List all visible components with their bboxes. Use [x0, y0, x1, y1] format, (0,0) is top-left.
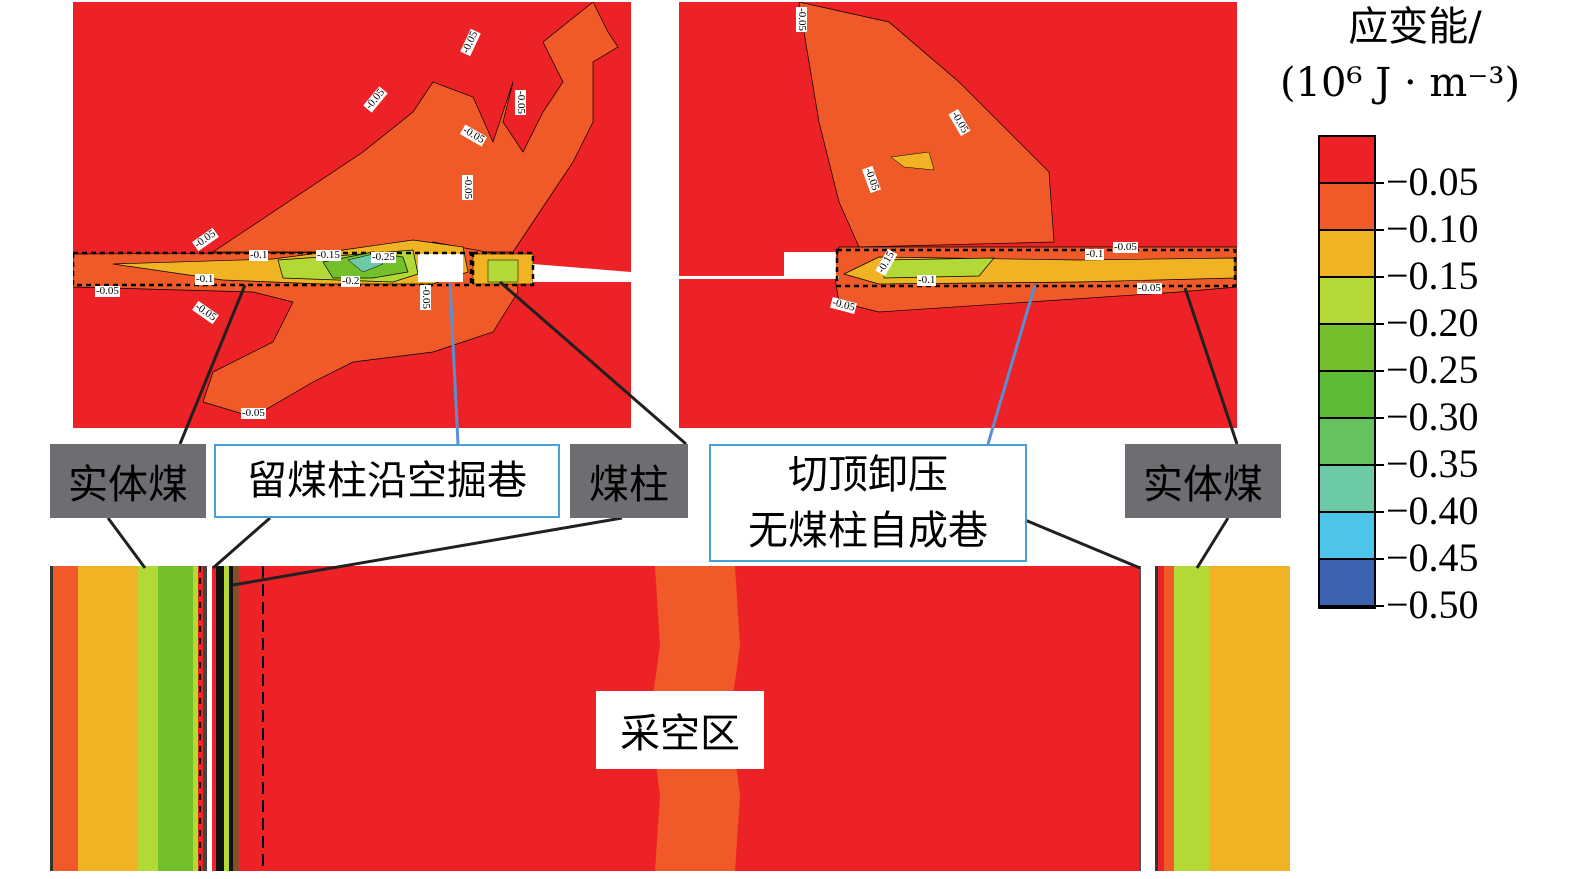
colorbar-tick: [1376, 558, 1384, 560]
contour-label: -0.05: [241, 407, 266, 419]
right-contour-shapes: [679, 2, 1237, 313]
colorbar-swatch: [1320, 419, 1376, 466]
solid-coal-right-label: 实体煤: [1125, 444, 1281, 518]
contour-label: -0.05: [419, 285, 432, 310]
colorbar-swatch: [1320, 560, 1376, 607]
colorbar-frame: [1318, 135, 1376, 609]
left-contour-panel: -0.05 -0.05 -0.05 -0.05 -0.05 -0.05 -0.1…: [73, 2, 631, 428]
contour-label: -0.25: [371, 251, 396, 263]
contour-label: -0.1: [917, 274, 937, 286]
contour-label: -0.05: [461, 175, 474, 200]
contour-label: -0.15: [316, 249, 341, 261]
roof-cut-roadway-label: 切顶卸压 无煤柱自成巷: [709, 444, 1027, 562]
colorbar-swatch: [1320, 466, 1376, 513]
roof-cut-line2: 无煤柱自成巷: [748, 508, 988, 554]
colorbar-tick-label: −0.40: [1386, 488, 1479, 533]
colorbar-swatch: [1320, 372, 1376, 419]
roof-cut-line1: 切顶卸压: [788, 452, 948, 498]
colorbar-tick: [1376, 370, 1384, 372]
colorbar-tick: [1376, 276, 1384, 278]
colorbar-unit: (10⁶ J · m⁻³): [1279, 60, 1521, 106]
contour-label: -0.05: [795, 7, 808, 32]
colorbar-tick: [1376, 605, 1384, 607]
plan-view-panel: 采空区: [50, 566, 1290, 871]
solid-coal-left-label: 实体煤: [50, 444, 206, 518]
contour-label: -0.2: [341, 275, 361, 287]
colorbar-swatch: [1320, 513, 1376, 560]
colorbar-swatch: [1320, 137, 1376, 184]
colorbar-tick-label: −0.50: [1386, 582, 1479, 627]
colorbar-tick-label: −0.35: [1386, 441, 1479, 486]
colorbar-tick-label: −0.05: [1386, 159, 1479, 204]
contour-label: -0.05: [514, 90, 527, 115]
colorbar-title: 应变能/: [1348, 4, 1482, 50]
contour-label: -0.05: [95, 285, 120, 297]
contour-label: -0.05: [1137, 282, 1162, 294]
contour-label: -0.1: [195, 273, 215, 285]
contour-label: -0.1: [1085, 248, 1105, 260]
colorbar-tick-label: −0.30: [1386, 394, 1479, 439]
goaf-label: 采空区: [596, 691, 764, 769]
colorbar-tick: [1376, 182, 1384, 184]
contour-label: -0.05: [1113, 241, 1138, 253]
contour-label: -0.1: [249, 249, 269, 261]
colorbar-tick-label: −0.45: [1386, 535, 1479, 580]
colorbar-tick-label: −0.20: [1386, 300, 1479, 345]
gob-side-roadway-label: 留煤柱沿空掘巷: [214, 444, 560, 518]
colorbar-swatch: [1320, 325, 1376, 372]
coal-pillar-label: 煤柱: [570, 444, 688, 518]
colorbar-tick: [1376, 464, 1384, 466]
colorbar-swatch: [1320, 231, 1376, 278]
colorbar-tick-label: −0.15: [1386, 253, 1479, 298]
right-contour-panel: -0.05 -0.05 -0.05 -0.15 -0.1 -0.05 -0.1 …: [679, 2, 1237, 428]
colorbar-tick-label: −0.25: [1386, 347, 1479, 392]
colorbar-tick-label: −0.10: [1386, 206, 1479, 251]
colorbar-swatch: [1320, 184, 1376, 231]
colorbar-tick: [1376, 323, 1384, 325]
colorbar-tick: [1376, 229, 1384, 231]
colorbar-tick: [1376, 417, 1384, 419]
colorbar-tick: [1376, 511, 1384, 513]
colorbar-swatch: [1320, 278, 1376, 325]
plan-view-strips: [50, 566, 1290, 871]
left-contour-shapes: [73, 2, 631, 418]
